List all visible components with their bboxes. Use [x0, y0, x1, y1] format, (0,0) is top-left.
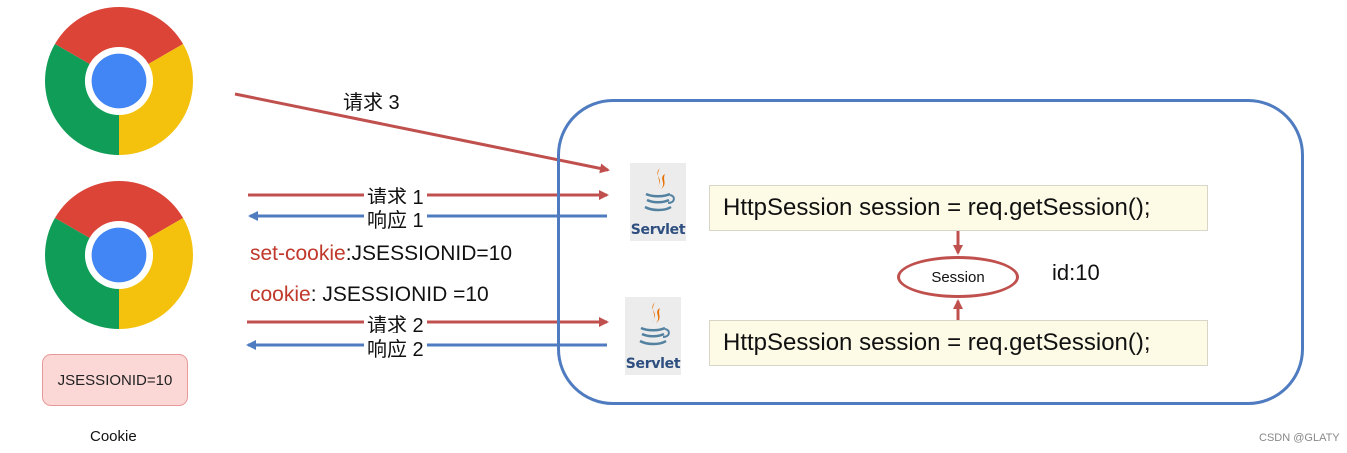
servlet-tile: Servlet [630, 163, 686, 241]
session-id: id:10 [1052, 260, 1100, 285]
code-box-top: HttpSession session = req.getSession(); [709, 185, 1208, 231]
cookie-badge-text: JSESSIONID=10 [57, 371, 173, 389]
servlet-label: Servlet [625, 356, 681, 372]
code-line-bottom: HttpSession session = req.getSession(); [723, 329, 1151, 356]
session-label: Session [931, 268, 985, 286]
session-ellipse: Session [897, 256, 1019, 298]
java-icon [639, 302, 670, 346]
cookie-header: cookie: JSESSIONID =10 [250, 283, 489, 307]
cookie-key: cookie [250, 283, 311, 306]
chrome-icon [45, 7, 193, 155]
watermark: CSDN @GLATY [1259, 432, 1340, 444]
set-cookie-key: set-cookie [250, 242, 346, 265]
java-icon [644, 168, 675, 212]
response-2-label: 响应 2 [364, 333, 427, 362]
set-cookie-value: :JSESSIONID=10 [345, 242, 513, 265]
set-cookie-header: set-cookie:JSESSIONID=10 [250, 242, 512, 266]
request-3-arrow [234, 92, 610, 174]
cookie-badge: JSESSIONID=10 [42, 354, 188, 406]
server-box [557, 99, 1304, 405]
cookie-value: : JSESSIONID =10 [310, 283, 489, 306]
response-1-label: 响应 1 [364, 204, 427, 233]
servlet-tile: Servlet [625, 297, 681, 375]
servlet-label: Servlet [630, 222, 686, 238]
code-box-bottom: HttpSession session = req.getSession(); [709, 320, 1208, 366]
cookie-caption: Cookie [90, 428, 137, 445]
code-line-top: HttpSession session = req.getSession(); [723, 194, 1151, 221]
request-3-label: 请求 3 [343, 92, 400, 114]
chrome-icon [45, 181, 193, 329]
